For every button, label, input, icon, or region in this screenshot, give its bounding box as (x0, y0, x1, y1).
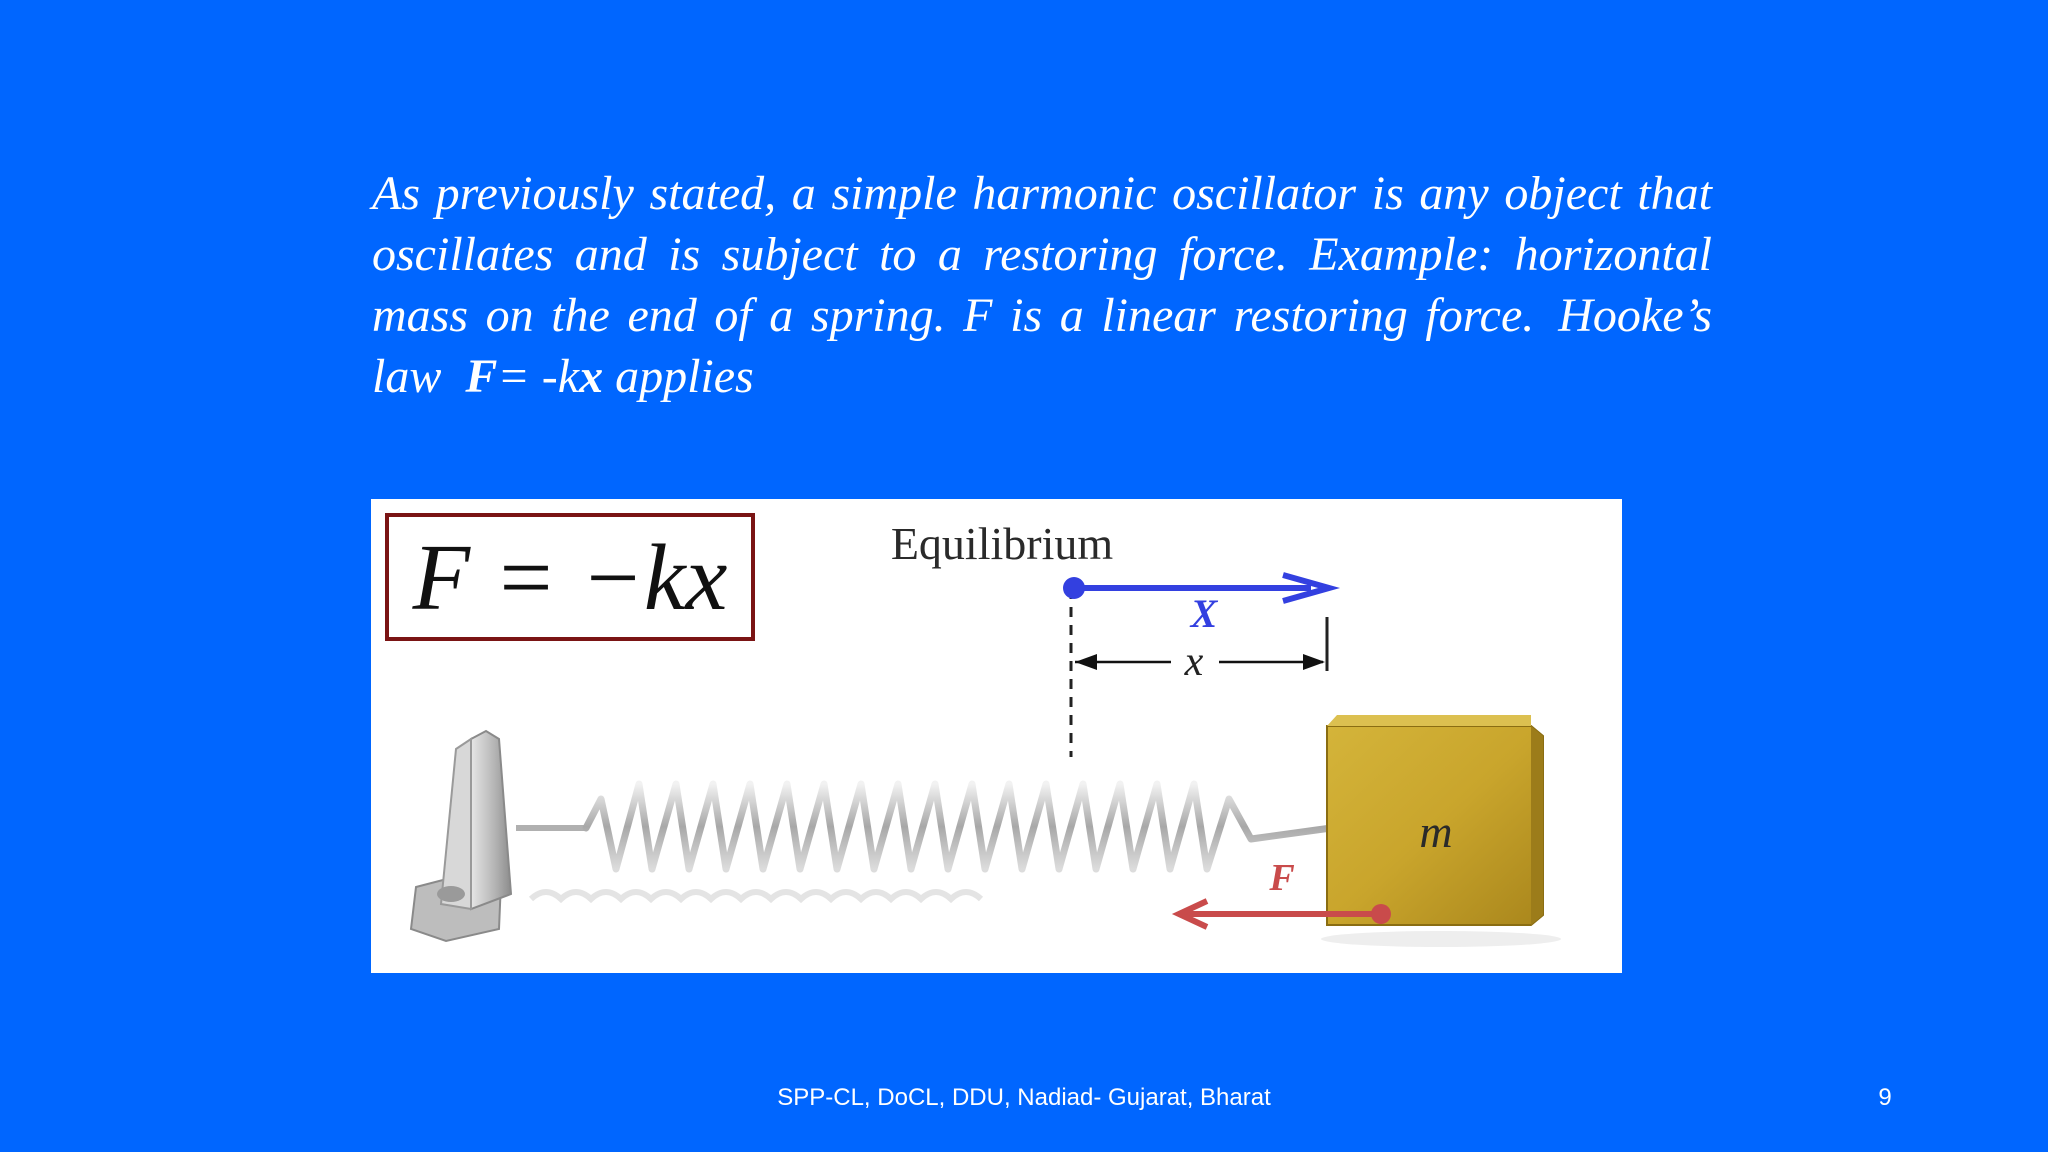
page-number: 9 (1878, 1084, 1892, 1111)
displacement-vector-label: X (1189, 591, 1219, 636)
equilibrium-label: Equilibrium (891, 518, 1114, 569)
spring-mass-diagram: F = −kx Equilibrium X x (385, 513, 1561, 947)
distance-dimension (1075, 617, 1329, 671)
paragraph-main-text: As previously stated, a simple harmonic … (372, 167, 1712, 342)
displacement-vector-arrow (1063, 572, 1341, 604)
law-x-symbol: x (579, 350, 604, 403)
footer-text: SPP-CL, DoCL, DDU, Nadiad- Gujarat, Bhar… (777, 1084, 1271, 1111)
formula-box: F = −kx (385, 513, 755, 641)
mass-label: m (1419, 806, 1452, 857)
body-paragraph: As previously stated, a simple harmonic … (372, 163, 1712, 407)
formula-text: F = −kx (412, 526, 728, 630)
law-equals-k: = -k (497, 350, 580, 403)
force-arrow (1171, 898, 1391, 930)
distance-label: x (1184, 639, 1204, 685)
law-force-symbol: F (465, 350, 498, 403)
law-applies-text: applies (603, 350, 754, 403)
spring-shadow (528, 889, 984, 904)
hookes-law-label: Hooke’s law (372, 289, 1712, 403)
force-label: F (1268, 857, 1294, 899)
spring-coil (516, 780, 1335, 873)
wall-mount (409, 729, 513, 943)
mass-block (1321, 715, 1561, 947)
spring-mass-figure: F = −kx Equilibrium X x (371, 499, 1622, 973)
